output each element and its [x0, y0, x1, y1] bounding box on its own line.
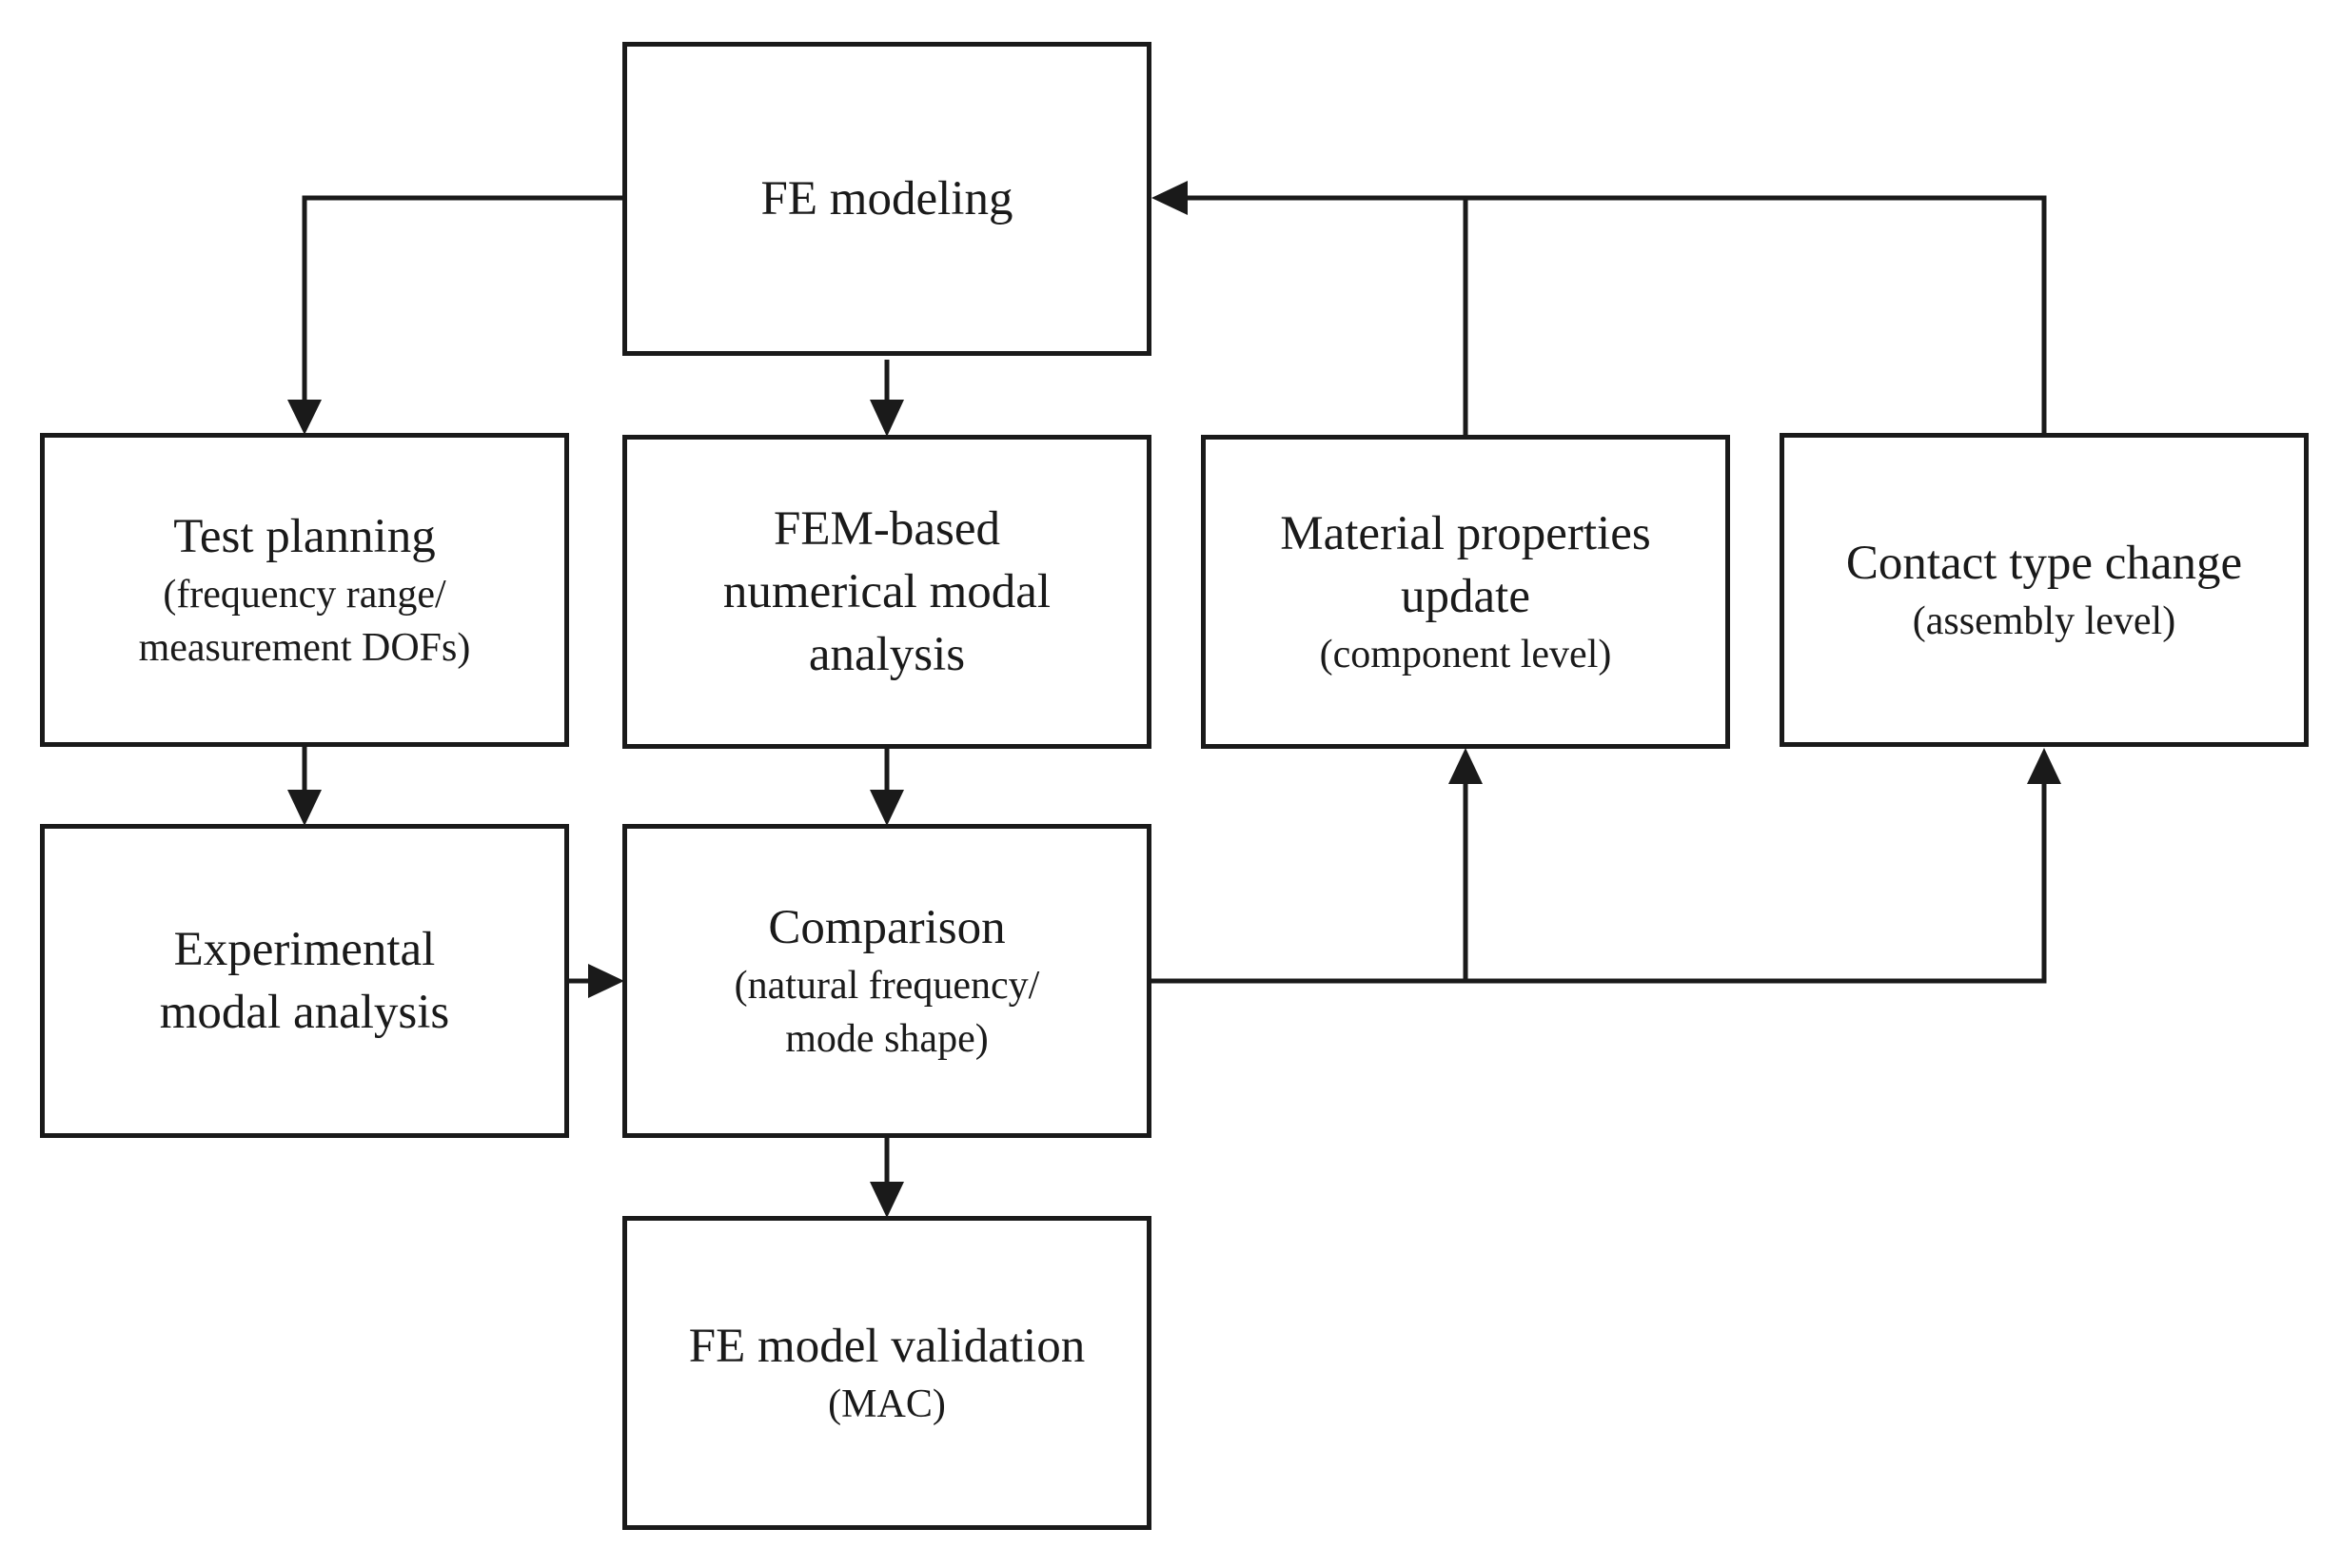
arrowhead-test-planning	[287, 400, 322, 435]
arrowhead-experimental	[287, 790, 322, 826]
fe-modeling-title: FE modeling	[760, 172, 1013, 225]
experimental-modal-analysis-box: Experimental modal analysis	[40, 824, 569, 1138]
fem-analysis-box: FEM-based numerical modal analysis	[622, 435, 1151, 749]
contact-change-subtitle: (assembly level)	[1912, 599, 2176, 643]
validation-title: FE model validation	[688, 1320, 1086, 1373]
arrowhead-fe-modeling	[1151, 181, 1188, 215]
arrowhead-comparison-top	[870, 790, 904, 826]
connector-contact-change-to-fe	[1185, 195, 2047, 433]
validation-subtitle: (MAC)	[828, 1382, 946, 1426]
test-planning-subtitle: (frequency range/ measurement DOFs)	[138, 573, 471, 670]
connector-comparison-to-contact-change	[1151, 782, 2047, 984]
comparison-box: Comparison (natural frequency/ mode shap…	[622, 824, 1151, 1138]
fe-modeling-box: FE modeling	[622, 42, 1151, 356]
fe-model-validation-box: FE model validation (MAC)	[622, 1216, 1151, 1530]
comparison-title: Comparison	[768, 901, 1006, 954]
arrowhead-fem-analysis	[870, 400, 904, 437]
contact-change-box: Contact type change (assembly level)	[1780, 433, 2309, 747]
material-update-subtitle: (component level)	[1319, 633, 1612, 676]
contact-change-title: Contact type change	[1845, 537, 2243, 590]
test-planning-title: Test planning	[173, 510, 436, 563]
arrowhead-contact-change	[2027, 748, 2061, 784]
material-update-title: Material properties update	[1280, 507, 1651, 623]
fem-analysis-title: FEM-based numerical modal analysis	[722, 502, 1052, 681]
arrowhead-validation	[870, 1182, 904, 1218]
comparison-subtitle: (natural frequency/ mode shape)	[734, 964, 1040, 1061]
arrowhead-comparison-left	[588, 964, 624, 998]
connector-fe-to-test-planning	[302, 195, 622, 400]
test-planning-box: Test planning (frequency range/ measurem…	[40, 433, 569, 747]
arrowhead-material-update	[1448, 748, 1483, 784]
experimental-title: Experimental modal analysis	[159, 923, 450, 1039]
material-update-box: Material properties update (component le…	[1201, 435, 1730, 749]
